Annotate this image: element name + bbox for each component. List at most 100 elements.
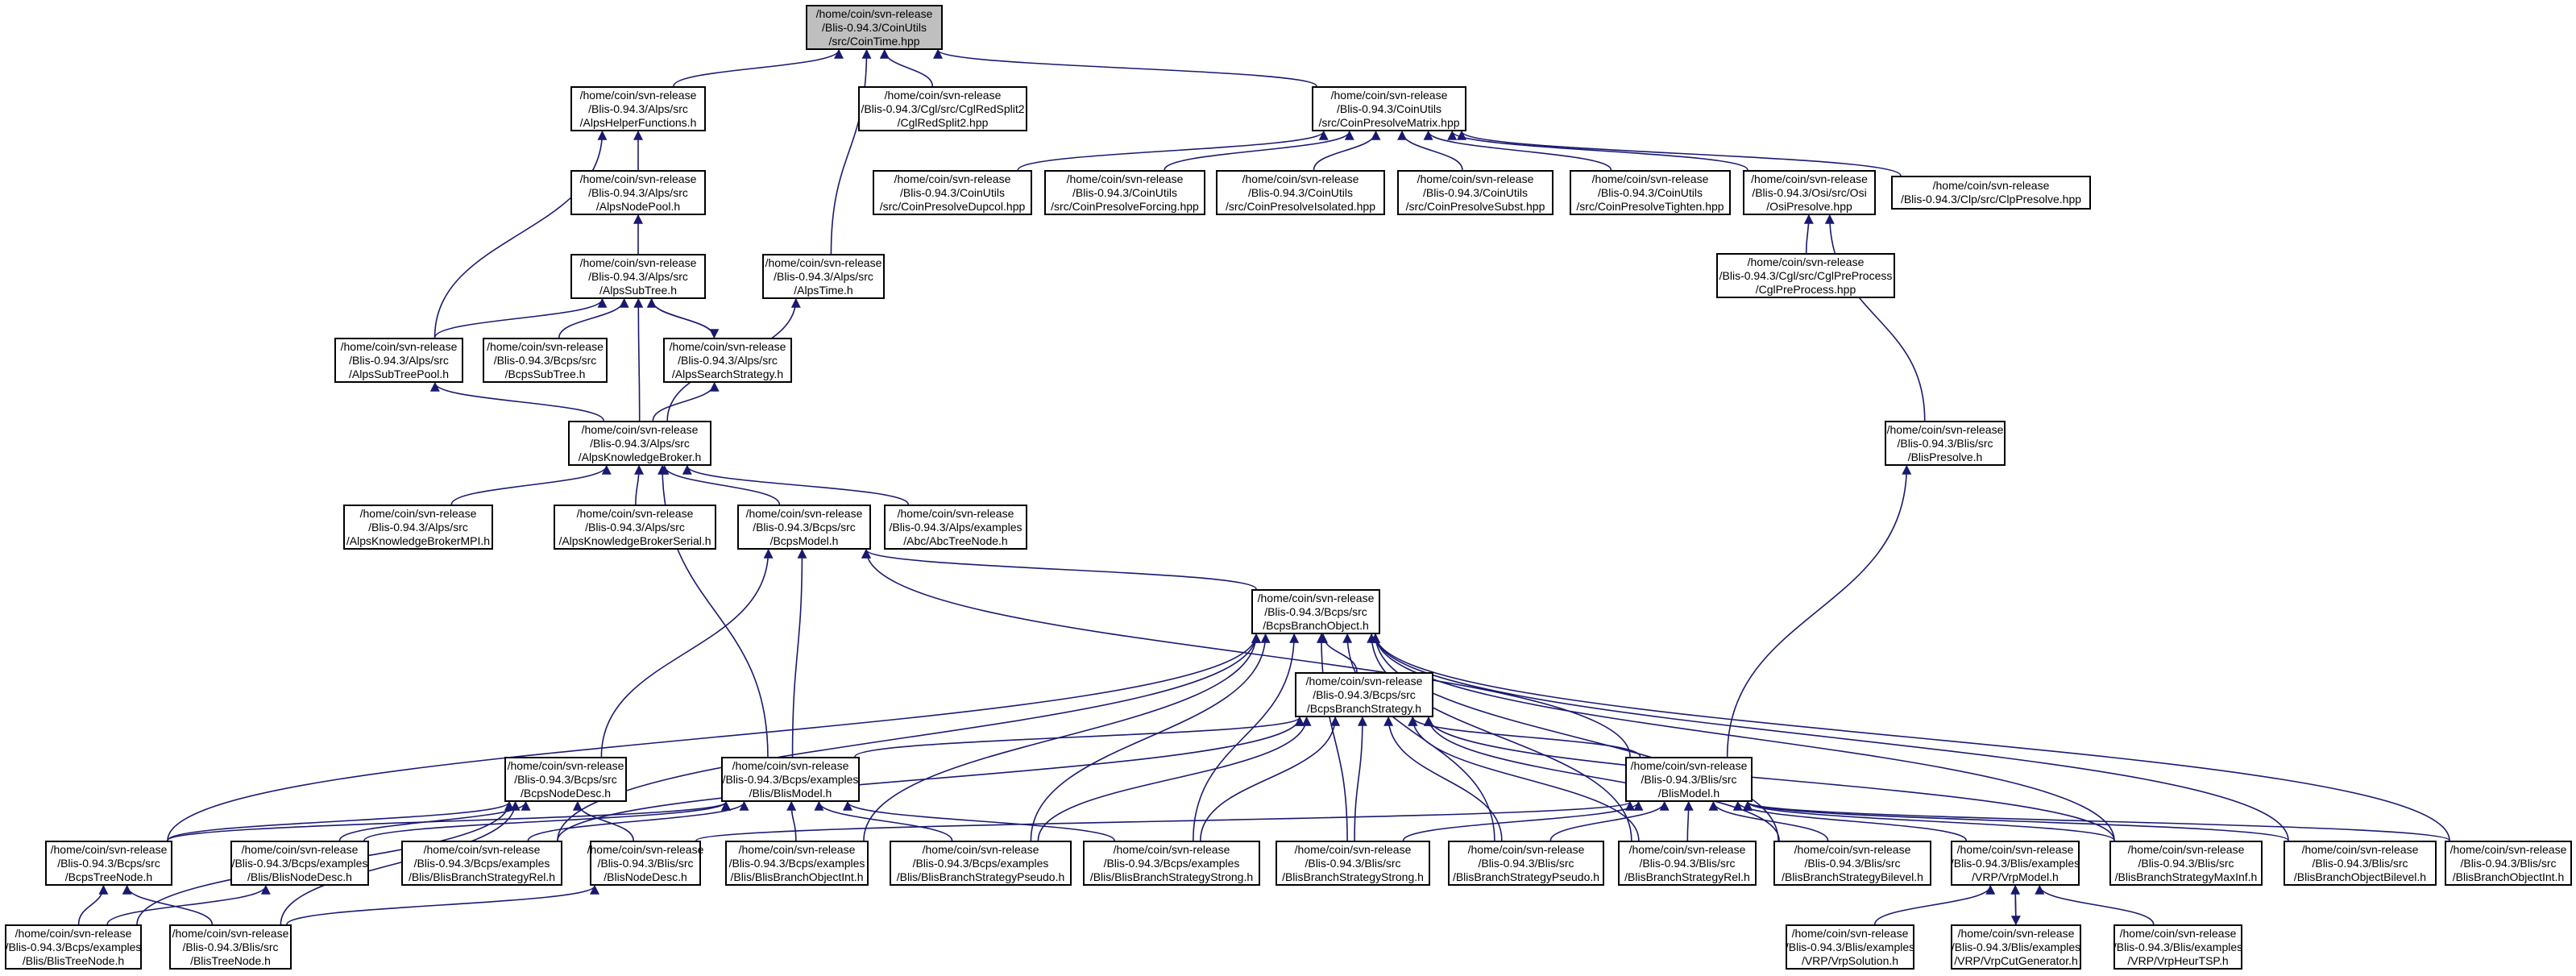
edge-n14-to-n1	[433, 130, 608, 338]
edge-n38-to-n24	[1367, 633, 1632, 841]
node-label-line: /Blis-0.94.3/CoinUtils	[1598, 185, 1703, 199]
node-label-line: /AlpsSearchStrategy.h	[671, 367, 784, 380]
node-label-line: /Blis-0.94.3/Cgl/src/CglPreProcess	[1719, 268, 1893, 282]
graph-node[interactable]: /home/coin/svn-release/Blis-0.94.3/Bcps/…	[1295, 672, 1433, 717]
graph-node[interactable]: /home/coin/svn-release/Blis-0.94.3/Alps/…	[570, 254, 706, 299]
graph-node[interactable]: /home/coin/svn-release/Blis-0.94.3/Blis/…	[2445, 841, 2572, 886]
graph-node[interactable]: /home/coin/svn-release/Blis-0.94.3/Blis/…	[1625, 757, 1753, 802]
edge-n9-to-n3	[1313, 130, 1381, 171]
graph-node[interactable]: /home/coin/svn-release/Blis-0.94.3/CoinU…	[1397, 170, 1553, 215]
graph-node[interactable]: /home/coin/svn-release/Blis-0.94.3/Alps/…	[663, 338, 792, 383]
node-label-line: /VRP/VrpSolution.h	[1801, 953, 1899, 967]
node-label-line: /home/coin/svn-release	[579, 172, 697, 185]
graph-node[interactable]: /home/coin/svn-release/Blis-0.94.3/Blis/…	[169, 924, 292, 970]
edge-n31-to-n25	[557, 716, 1305, 841]
graph-node-root: /home/coin/svn-release/Blis-0.94.3/CoinU…	[806, 5, 943, 50]
node-label-line: /BlisBranchStrategyBilevel.h	[1782, 870, 1923, 883]
graph-node[interactable]: /home/coin/svn-release/Blis-0.94.3/Bcps/…	[721, 757, 860, 802]
graph-node[interactable]: /home/coin/svn-release/Blis-0.94.3/Blis/…	[1618, 841, 1757, 886]
node-label-line: /home/coin/svn-release	[815, 6, 933, 20]
graph-node[interactable]: /home/coin/svn-release/Blis-0.94.3/Bcps/…	[737, 505, 871, 550]
graph-node[interactable]: /home/coin/svn-release/Blis-0.94.3/Bcps/…	[45, 841, 172, 886]
graph-node[interactable]: /home/coin/svn-release/Blis-0.94.3/Blis/…	[2284, 841, 2437, 886]
graph-node[interactable]: /home/coin/svn-release/Blis-0.94.3/Blis/…	[1448, 841, 1604, 886]
node-label-line: /home/coin/svn-release	[1956, 842, 2074, 856]
node-label-line: /Blis-0.94.3/Alps/src	[588, 102, 688, 115]
edge-n18-to-n5	[633, 297, 644, 422]
graph-node[interactable]: /home/coin/svn-release/Blis-0.94.3/Blis/…	[1885, 421, 2006, 466]
edge-n31-to-n27	[527, 800, 749, 841]
graph-node[interactable]: /home/coin/svn-release/Blis-0.94.3/Bcps/…	[230, 841, 369, 886]
graph-node[interactable]: /home/coin/svn-release/Blis-0.94.3/Osi/s…	[1743, 170, 1876, 215]
node-label-line: /src/CoinTime.hpp	[828, 34, 920, 48]
graph-node[interactable]: /home/coin/svn-release/Blis-0.94.3/Blis/…	[1951, 924, 2081, 970]
edge-n35-to-n25	[1200, 716, 1341, 841]
graph-node[interactable]: /home/coin/svn-release/Blis-0.94.3/Alps/…	[570, 86, 706, 131]
node-label-line: /Blis-0.94.3/Alps/src	[349, 353, 449, 367]
node-label-line: /home/coin/svn-release	[2119, 926, 2237, 940]
graph-node[interactable]: /home/coin/svn-release/Blis-0.94.3/Alps/…	[554, 505, 716, 550]
graph-node[interactable]: /home/coin/svn-release/Blis-0.94.3/Alps/…	[884, 505, 1027, 550]
edge-n6-to-n0	[830, 48, 872, 255]
graph-node[interactable]: /home/coin/svn-release/Blis-0.94.3/Bcps/…	[1083, 841, 1260, 886]
edge-n27-to-n22	[791, 548, 807, 758]
edge-n17-to-n12	[1803, 214, 1814, 254]
edge-n1-to-n0	[673, 48, 844, 87]
node-label-line: /Blis-0.94.3/Blis/src	[1639, 856, 1736, 870]
node-label-line: /Blis-0.94.3/Bcps/examples	[413, 856, 550, 870]
graph-node[interactable]: /home/coin/svn-release/Blis-0.94.3/Bcps/…	[890, 841, 1072, 886]
node-label-line: /Blis-0.94.3/Bcps/src	[57, 856, 160, 870]
node-label-line: /VRP/VrpHeurTSP.h	[2127, 953, 2229, 967]
edge-n44-to-n30	[106, 884, 271, 925]
graph-node[interactable]: /home/coin/svn-release/Blis-0.94.3/CoinU…	[1570, 170, 1731, 215]
node-label-line: /home/coin/svn-release	[581, 422, 699, 436]
graph-node[interactable]: /home/coin/svn-release/Blis-0.94.3/Blis/…	[2109, 841, 2263, 886]
node-label-line: /Blis/BlisNodeDesc.h	[247, 870, 352, 883]
graph-node[interactable]: /home/coin/svn-release/Blis-0.94.3/Bcps/…	[483, 338, 608, 383]
graph-node[interactable]: /home/coin/svn-release/Blis-0.94.3/CoinU…	[873, 170, 1032, 215]
graph-node[interactable]: /home/coin/svn-release/Blis-0.94.3/Alps/…	[762, 254, 885, 299]
graph-node[interactable]: /home/coin/svn-release/Blis-0.94.3/Cgl/s…	[1716, 253, 1895, 298]
node-label-line: /Blis-0.94.3/Alps/src	[590, 436, 690, 450]
graph-node[interactable]: /home/coin/svn-release/Blis-0.94.3/CoinU…	[1216, 170, 1385, 215]
node-label-line: /home/coin/svn-release	[922, 842, 1039, 856]
graph-node[interactable]: /home/coin/svn-release/Blis-0.94.3/Bcps/…	[5, 924, 142, 970]
node-label-line: /Abc/AbcTreeNode.h	[903, 534, 1008, 547]
graph-node[interactable]: /home/coin/svn-release/Blis-0.94.3/CoinU…	[1044, 170, 1205, 215]
node-label-line: /home/coin/svn-release	[894, 172, 1011, 185]
node-label-line: /Blis-0.94.3/CoinUtils	[1072, 185, 1177, 199]
graph-node[interactable]: /home/coin/svn-release/Blis-0.94.3/Alps/…	[570, 170, 706, 215]
edge-n29-to-n26	[167, 800, 514, 841]
node-label-line: /Blis-0.94.3/Blis/examples	[2113, 940, 2243, 953]
node-label-line: /BlisBranchObjectBilevel.h	[2293, 870, 2427, 883]
node-label-line: /CglRedSplit2.hpp	[897, 115, 989, 129]
graph-node[interactable]: /home/coin/svn-release/Blis-0.94.3/CoinU…	[1312, 86, 1466, 131]
node-label-line: /BlisPresolve.h	[1907, 450, 1983, 463]
graph-node[interactable]: /home/coin/svn-release/Blis-0.94.3/Blis/…	[1773, 841, 1931, 886]
node-label-line: /BcpsBranchStrategy.h	[1306, 701, 1422, 715]
graph-node[interactable]: /home/coin/svn-release/Blis-0.94.3/Blis/…	[1786, 924, 1914, 970]
edge-n21-to-n18	[634, 464, 645, 505]
graph-node[interactable]: /home/coin/svn-release/Blis-0.94.3/Alps/…	[343, 505, 493, 550]
graph-node[interactable]: /home/coin/svn-release/Blis-0.94.3/Cgl/s…	[858, 86, 1027, 131]
node-label-line: /src/CoinPresolveForcing.hpp	[1051, 199, 1199, 213]
graph-node[interactable]: /home/coin/svn-release/Blis-0.94.3/Bcps/…	[401, 841, 562, 886]
edge-n41-to-n28	[1743, 800, 2115, 841]
graph-node[interactable]: /home/coin/svn-release/Blis-0.94.3/Clp/s…	[1891, 176, 2091, 210]
graph-node[interactable]: /home/coin/svn-release/Blis-0.94.3/Blis/…	[2113, 924, 2242, 970]
edge-n42-to-n28	[1743, 800, 2289, 841]
graph-node[interactable]: /home/coin/svn-release/Blis-0.94.3/Blis/…	[587, 841, 703, 886]
node-label-line: /Blis-0.94.3/Blis/src	[1641, 772, 1737, 786]
graph-node[interactable]: /home/coin/svn-release/Blis-0.94.3/Blis/…	[1276, 841, 1430, 886]
graph-node[interactable]: /home/coin/svn-release/Blis-0.94.3/Bcps/…	[725, 841, 869, 886]
graph-node[interactable]: /home/coin/svn-release/Blis-0.94.3/Bcps/…	[504, 757, 627, 802]
graph-node[interactable]: /home/coin/svn-release/Blis-0.94.3/Bcps/…	[1251, 589, 1380, 634]
graph-node[interactable]: /home/coin/svn-release/Blis-0.94.3/Alps/…	[568, 421, 711, 466]
graph-node[interactable]: /home/coin/svn-release/Blis-0.94.3/Alps/…	[334, 338, 463, 383]
node-label-line: /BlisBranchStrategyMaxInf.h	[2114, 870, 2258, 883]
edge-n14-to-n5	[433, 297, 608, 338]
edge-n22-to-n18	[659, 464, 781, 505]
edge-n37-to-n24	[1342, 633, 1495, 841]
graph-node[interactable]: /home/coin/svn-release/Blis-0.94.3/Blis/…	[1951, 841, 2080, 886]
